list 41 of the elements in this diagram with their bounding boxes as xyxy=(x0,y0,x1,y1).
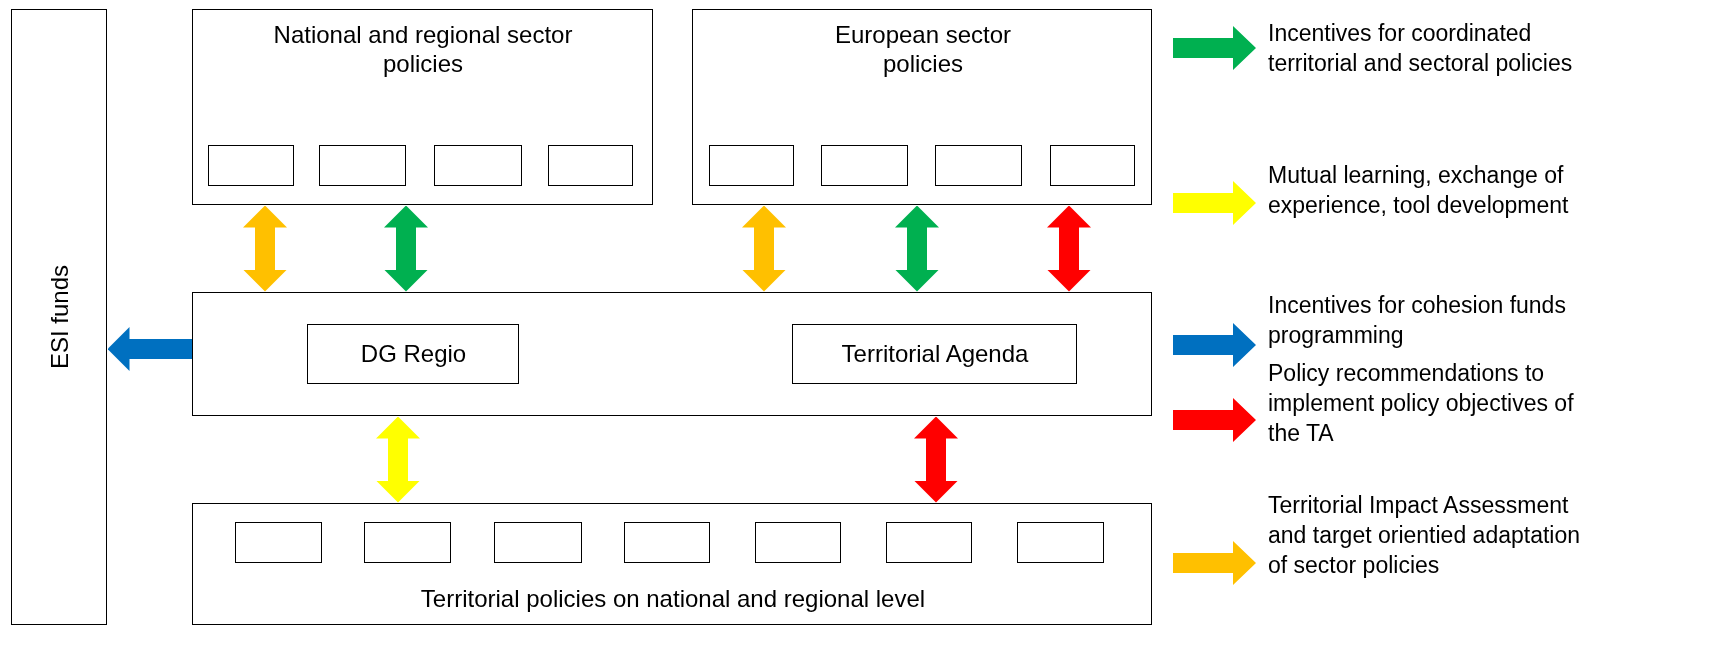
legend-label: Policy recommendations to implement policy objectives of the TA xyxy=(1268,359,1575,448)
empty-box xyxy=(934,144,1022,186)
double-block-arrow xyxy=(243,205,287,292)
empty-box xyxy=(192,292,1152,416)
empty-box xyxy=(363,521,451,563)
empty-box xyxy=(885,521,972,563)
double-block-arrow xyxy=(384,205,428,292)
empty-box xyxy=(754,521,841,563)
node-label: Territorial Agenda xyxy=(840,338,1030,368)
legend-label: Mutual learning, exchange of experience, tool development xyxy=(1268,161,1570,220)
double-block-arrow xyxy=(742,205,786,292)
empty-box xyxy=(623,521,710,563)
node-label: Territorial policies on national and regional level xyxy=(419,584,927,613)
agency-box xyxy=(306,323,519,384)
policy-panel xyxy=(692,9,1152,205)
empty-box xyxy=(493,521,582,563)
policy-panel xyxy=(192,503,1152,625)
legend-label: Incentives for cohesion funds programming xyxy=(1268,291,1567,350)
empty-box xyxy=(1016,521,1104,563)
double-block-arrow xyxy=(895,205,939,292)
legend-label: Incentives for coordinated territorial and sectoral policies xyxy=(1268,19,1574,78)
empty-box xyxy=(234,521,322,563)
empty-box xyxy=(318,144,406,186)
empty-box xyxy=(708,144,794,186)
double-block-arrow xyxy=(1047,205,1091,292)
double-block-arrow xyxy=(914,416,958,503)
block-arrow xyxy=(107,327,192,371)
empty-box xyxy=(547,144,633,186)
empty-box xyxy=(433,144,522,186)
agency-box xyxy=(791,323,1077,384)
node-label: European sector policies xyxy=(833,20,1013,78)
empty-box xyxy=(820,144,908,186)
double-block-arrow xyxy=(376,416,420,503)
policy-panel xyxy=(192,9,653,205)
funds-box xyxy=(11,9,107,625)
node-label: ESI funds xyxy=(44,264,74,370)
node-label: DG Regio xyxy=(359,338,468,368)
legend-label: Territorial Impact Assessment and target orientied adaptation of sector policies xyxy=(1268,491,1582,580)
empty-box xyxy=(207,144,294,186)
empty-box xyxy=(1049,144,1135,186)
node-label: National and regional sector policies xyxy=(272,20,574,78)
